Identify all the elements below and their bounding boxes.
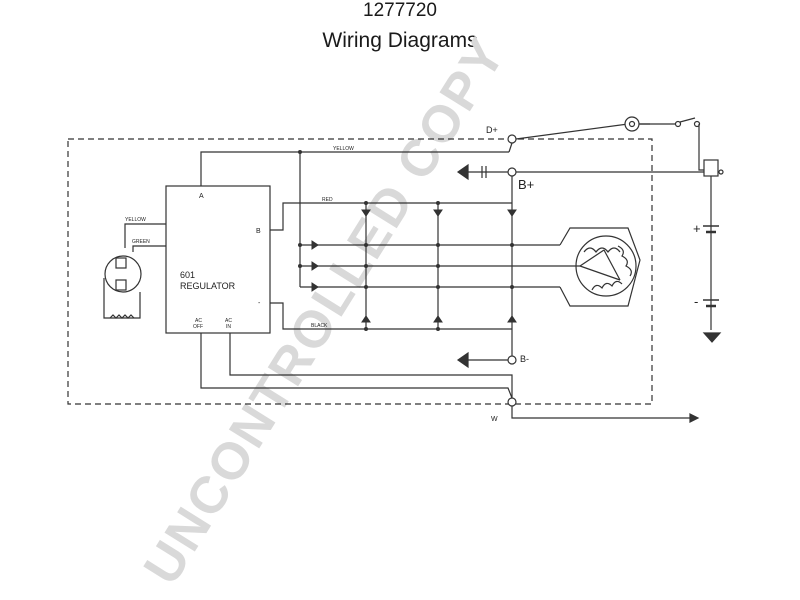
regulator-name-line1: 601 — [180, 270, 195, 280]
diode-8 — [311, 261, 319, 271]
diode-7 — [311, 240, 319, 250]
wire-ac-in — [229, 333, 513, 398]
terminal-b-plus — [507, 167, 517, 177]
regulator-ac-off-1: AC — [195, 318, 202, 324]
regulator-pin-a: A — [199, 193, 204, 200]
battery-minus-label: - — [694, 294, 698, 309]
battery-fuse — [703, 159, 719, 177]
diode-9 — [311, 282, 319, 292]
wire-yellow-left — [124, 223, 166, 248]
label-b-plus: B+ — [518, 177, 534, 192]
regulator-name-line2: REGULATOR — [180, 281, 236, 291]
battery-plus-label: + — [693, 221, 701, 236]
diode-1 — [361, 209, 371, 217]
alternator-housing — [67, 138, 653, 405]
regulator-pin-minus: - — [258, 300, 261, 307]
diode-4 — [361, 315, 371, 323]
warning-lamp — [624, 116, 640, 132]
regulator-box — [165, 185, 271, 334]
diode-5 — [433, 315, 443, 323]
regulator-ac-in-1: AC — [225, 318, 232, 324]
regulator-ac-off-2: OFF — [193, 324, 203, 330]
wire-label-yellow-left: YELLOW — [125, 217, 146, 223]
terminal-b-minus — [507, 355, 517, 365]
diode-3 — [507, 209, 517, 217]
stator — [575, 235, 637, 297]
terminal-d-plus — [507, 134, 517, 144]
wire-label-red: RED — [322, 197, 333, 203]
diagram-part-number: 1277720 — [363, 0, 437, 21]
wire-label-green-left: GREEN — [132, 239, 150, 245]
wire-label-yellow-top: YELLOW — [333, 146, 354, 152]
wire-label-black: BLACK — [311, 323, 328, 329]
wire-green-left — [132, 245, 166, 252]
diode-2 — [433, 209, 443, 217]
wire-black — [270, 302, 512, 330]
regulator-ac-in-2: IN — [226, 324, 231, 330]
ground-symbol-capacitor — [456, 163, 469, 181]
diagram-title: Wiring Diagrams — [322, 29, 478, 52]
ground-symbol-battery — [702, 332, 722, 343]
terminal-w — [507, 397, 517, 407]
watermark: UNCONTROLLED COPY — [133, 28, 517, 595]
rotor-field — [104, 255, 142, 293]
label-w: W — [491, 416, 498, 423]
label-b-minus: B- — [520, 354, 529, 364]
ground-symbol-b-minus — [456, 351, 469, 369]
wire-yellow — [200, 151, 509, 186]
regulator-pin-b: B — [256, 228, 261, 235]
wire-ac-off — [200, 333, 513, 399]
diode-6 — [507, 315, 517, 323]
label-d-plus: D+ — [486, 125, 498, 135]
wire-red — [270, 202, 512, 231]
